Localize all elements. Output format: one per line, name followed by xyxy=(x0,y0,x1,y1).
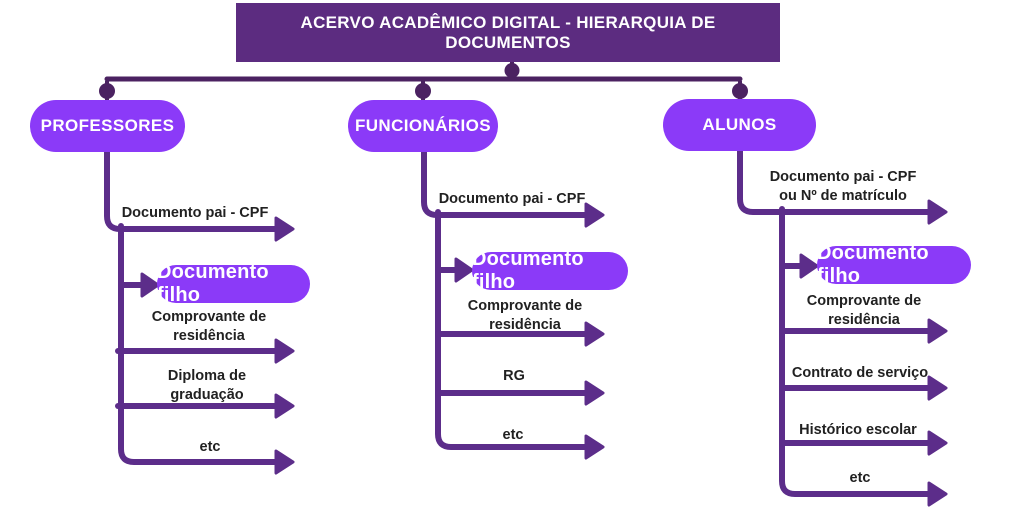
arrowhead-icon xyxy=(584,321,605,347)
parent-doc-label: Documento pai - CPF ou Nº de matrículo xyxy=(769,169,917,204)
doc-label: Comprovante de residência xyxy=(151,309,267,344)
arrowhead-icon xyxy=(927,375,948,401)
arrowhead-icon xyxy=(927,199,948,225)
category-node-professores: PROFESSORES xyxy=(30,100,185,152)
arrowhead-icon xyxy=(274,449,295,475)
arrowhead-icon xyxy=(799,253,819,279)
arrowhead-icon xyxy=(274,393,295,419)
arrowhead-icon xyxy=(140,272,160,298)
root-connector xyxy=(99,55,748,100)
doc-label: etc xyxy=(849,470,871,486)
doc-label: etc xyxy=(502,427,524,443)
parent-doc-label: Documento pai - CPF xyxy=(121,205,269,221)
arrowhead-icon xyxy=(584,380,605,406)
diagram-title: ACERVO ACADÊMICO DIGITAL - HIERARQUIA DE… xyxy=(236,3,780,62)
trunk-line xyxy=(118,223,280,465)
funcionarios-tree xyxy=(421,147,605,460)
doc-label: etc xyxy=(199,439,221,455)
arrowhead-icon xyxy=(584,434,605,460)
professores-tree xyxy=(104,147,295,475)
child-doc-node: Documento filho xyxy=(157,261,310,306)
trunk-line xyxy=(779,206,933,497)
arrowhead-icon xyxy=(274,216,295,242)
arrowhead-icon xyxy=(927,430,948,456)
doc-label: Contrato de serviço xyxy=(791,365,929,381)
child-doc-node: Documento filho xyxy=(472,248,628,293)
trunk-line xyxy=(435,209,590,450)
doc-label: Diploma de graduação xyxy=(167,368,247,403)
alunos-tree xyxy=(737,145,948,507)
arrowhead-icon xyxy=(274,338,295,364)
doc-label: Comprovante de residência xyxy=(467,298,583,333)
arrowhead-icon xyxy=(584,202,605,228)
connector-dot xyxy=(99,83,115,99)
arrowhead-icon xyxy=(927,318,948,344)
category-node-funcionarios: FUNCIONÁRIOS xyxy=(348,100,498,152)
doc-label: Comprovante de residência xyxy=(806,293,922,328)
arrowhead-icon xyxy=(454,257,474,283)
branch-arrow-line xyxy=(737,145,933,215)
doc-label: Histórico escolar xyxy=(799,422,917,438)
doc-label: RG xyxy=(503,368,525,384)
connector-dot xyxy=(732,83,748,99)
parent-doc-label: Documento pai - CPF xyxy=(438,191,586,207)
arrowhead-icon xyxy=(927,481,948,507)
connector-dot xyxy=(504,63,520,78)
connector-dot xyxy=(415,83,431,99)
child-doc-node: Documento filho xyxy=(817,242,971,287)
category-node-alunos: ALUNOS xyxy=(663,99,816,151)
